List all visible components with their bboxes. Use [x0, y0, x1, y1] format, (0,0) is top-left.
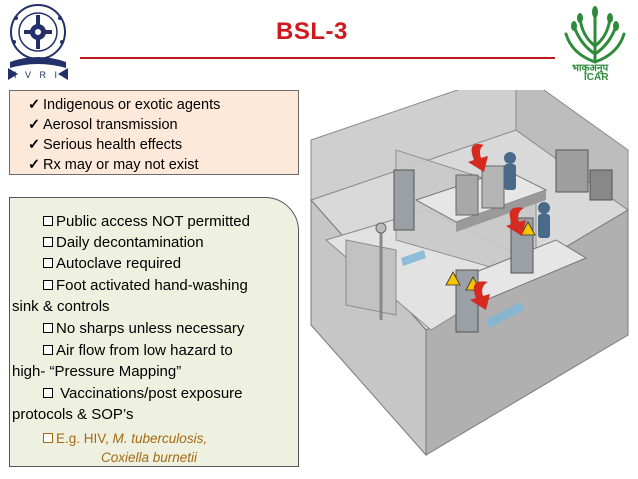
list-item: Foot activated hand-washing: [43, 276, 248, 296]
practices-box: Public access NOT permitted Daily decont…: [9, 197, 299, 467]
checkbox-icon: [43, 388, 53, 398]
checkbox-icon: [43, 237, 53, 247]
list-item: Daily decontamination: [43, 233, 204, 253]
checkbox-icon: [43, 216, 53, 226]
example-line-2: Coxiella burnetii: [101, 450, 198, 465]
list-item: ✓Indigenous or exotic agents: [28, 97, 221, 113]
ivri-emblem-icon: [8, 4, 68, 80]
page-title: BSL-3: [276, 18, 348, 45]
icar-wheat-logo-icon: [564, 6, 626, 64]
list-item: Vaccinations/post exposure: [43, 384, 243, 404]
check-icon: ✓: [28, 117, 41, 133]
check-icon: ✓: [28, 137, 41, 153]
checkbox-icon: [43, 258, 53, 268]
icar-caption: ICAR: [584, 72, 609, 83]
list-item-continuation: protocols & SOP’s: [12, 406, 134, 423]
example-line: E.g. HIV, M. tuberculosis,: [43, 429, 207, 449]
checkbox-icon: [43, 323, 53, 333]
bsl3-laboratory-cutaway-icon: [310, 90, 629, 457]
list-item: Autoclave required: [43, 254, 181, 274]
list-item: Public access NOT permitted: [43, 212, 250, 232]
list-item-continuation: sink & controls: [12, 298, 110, 315]
list-item: ✓Serious health effects: [28, 137, 183, 153]
list-item: No sharps unless necessary: [43, 319, 244, 339]
ivri-caption: I V R I: [14, 70, 61, 80]
check-icon: ✓: [28, 97, 41, 113]
checkbox-icon: [43, 433, 53, 443]
list-item: ✓Aerosol transmission: [28, 117, 178, 133]
checkbox-icon: [43, 280, 53, 290]
list-item: Air flow from low hazard to: [43, 341, 233, 361]
title-underline: [80, 57, 555, 59]
list-item: ✓Rx may or may not exist: [28, 157, 199, 173]
agent-characteristics-box: ✓Indigenous or exotic agents ✓Aerosol tr…: [9, 90, 299, 175]
check-icon: ✓: [28, 157, 41, 173]
list-item-continuation: high- “Pressure Mapping”: [12, 363, 182, 380]
checkbox-icon: [43, 345, 53, 355]
icar-caption-hindi: भाकृअनुप: [572, 63, 609, 74]
